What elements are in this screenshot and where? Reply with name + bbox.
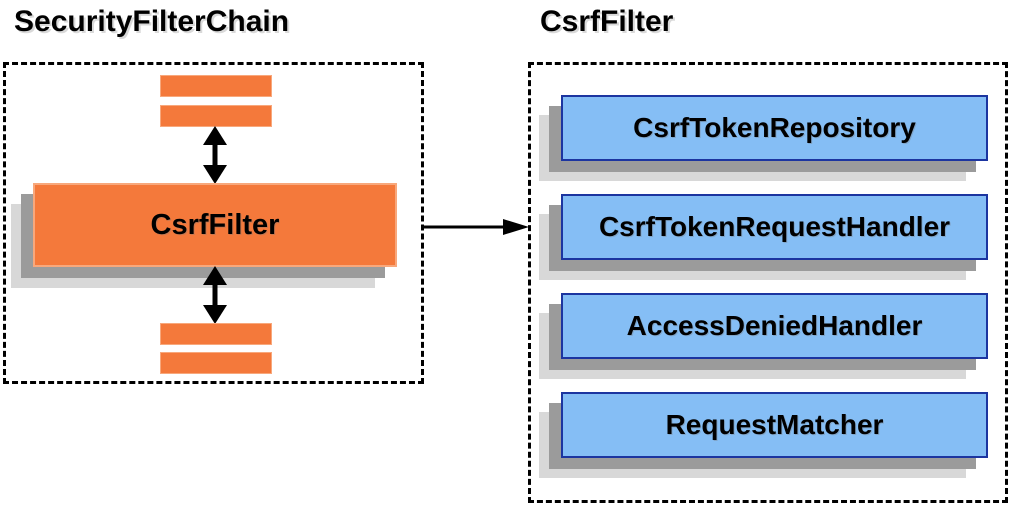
filter-placeholder-bar — [160, 75, 272, 97]
filter-placeholder-bar — [160, 352, 272, 374]
component-box-csrf-token-repository: CsrfTokenRepository — [561, 95, 988, 161]
component-box-access-denied-handler: AccessDeniedHandler — [561, 293, 988, 359]
component-label: AccessDeniedHandler — [626, 310, 923, 341]
left-panel-title: SecurityFilterChain — [14, 5, 290, 38]
component-box-csrf-token-request-handler: CsrfTokenRequestHandler — [561, 194, 988, 260]
csrf-filter-box-label: CsrfFilter — [150, 208, 280, 241]
filter-placeholder-bar — [160, 105, 272, 127]
component-label: RequestMatcher — [665, 409, 884, 440]
arrow-right-icon — [423, 219, 529, 235]
csrf-filter-container — [528, 62, 1008, 503]
csrf-filter-box: CsrfFilter — [33, 183, 397, 267]
security-filter-chain-container — [3, 62, 424, 384]
component-box-request-matcher: RequestMatcher — [561, 392, 988, 458]
filter-placeholder-bar — [160, 323, 272, 345]
component-label: CsrfTokenRepository — [633, 112, 916, 143]
component-label: CsrfTokenRequestHandler — [598, 211, 951, 242]
double-arrow-icon — [203, 126, 227, 184]
double-arrow-icon — [203, 266, 227, 324]
right-panel-title: CsrfFilter — [540, 5, 674, 38]
